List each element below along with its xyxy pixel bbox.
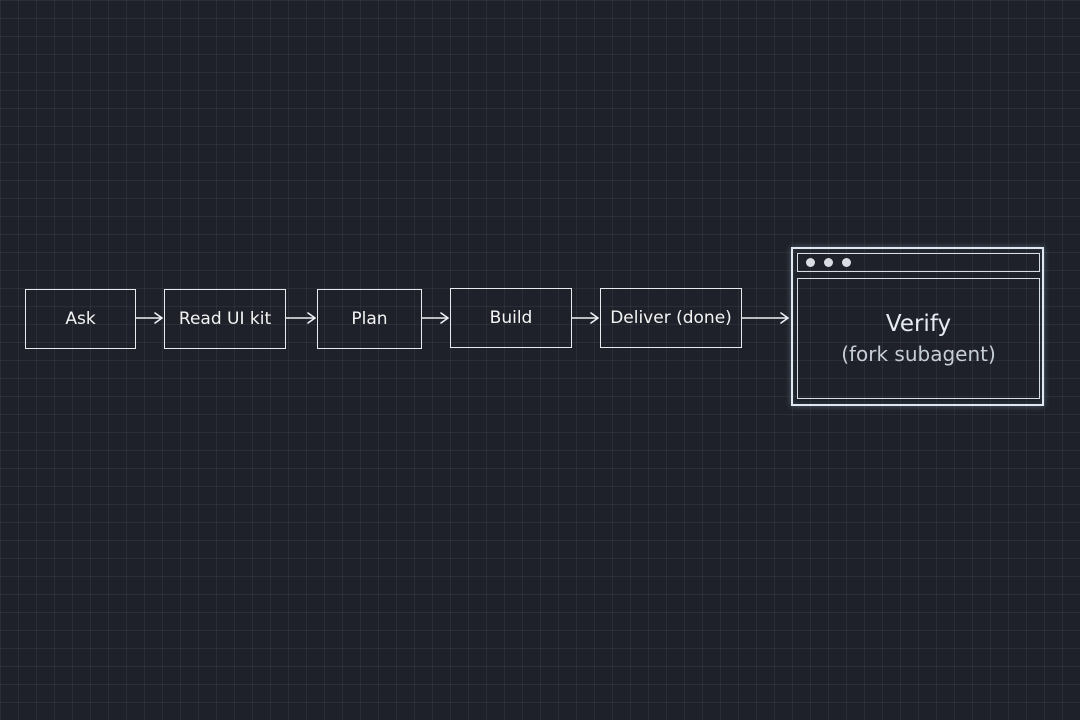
arrow-read-to-plan (285, 312, 316, 324)
window-dot-icon (842, 258, 851, 267)
arrow-ask-to-read (135, 312, 163, 324)
step-build-label: Build (489, 308, 533, 328)
verify-window: Verify (fork subagent) (791, 247, 1044, 406)
step-read-ui-kit-label: Read UI kit (178, 309, 272, 329)
step-build: Build (450, 288, 572, 348)
window-body: Verify (fork subagent) (797, 278, 1040, 399)
verify-title: Verify (885, 310, 952, 337)
step-plan: Plan (317, 289, 422, 349)
step-read-ui-kit: Read UI kit (164, 289, 286, 349)
verify-subtitle: (fork subagent) (841, 341, 996, 366)
arrow-build-to-deliver (571, 312, 599, 324)
arrow-plan-to-build (421, 312, 449, 324)
step-ask: Ask (25, 289, 136, 349)
step-deliver-label: Deliver (done) (610, 308, 732, 328)
step-plan-label: Plan (351, 309, 388, 329)
window-dot-icon (824, 258, 833, 267)
window-titlebar (797, 253, 1040, 272)
arrow-deliver-to-verify (741, 312, 789, 324)
window-dot-icon (806, 258, 815, 267)
step-deliver: Deliver (done) (600, 288, 742, 348)
step-ask-label: Ask (65, 309, 96, 329)
